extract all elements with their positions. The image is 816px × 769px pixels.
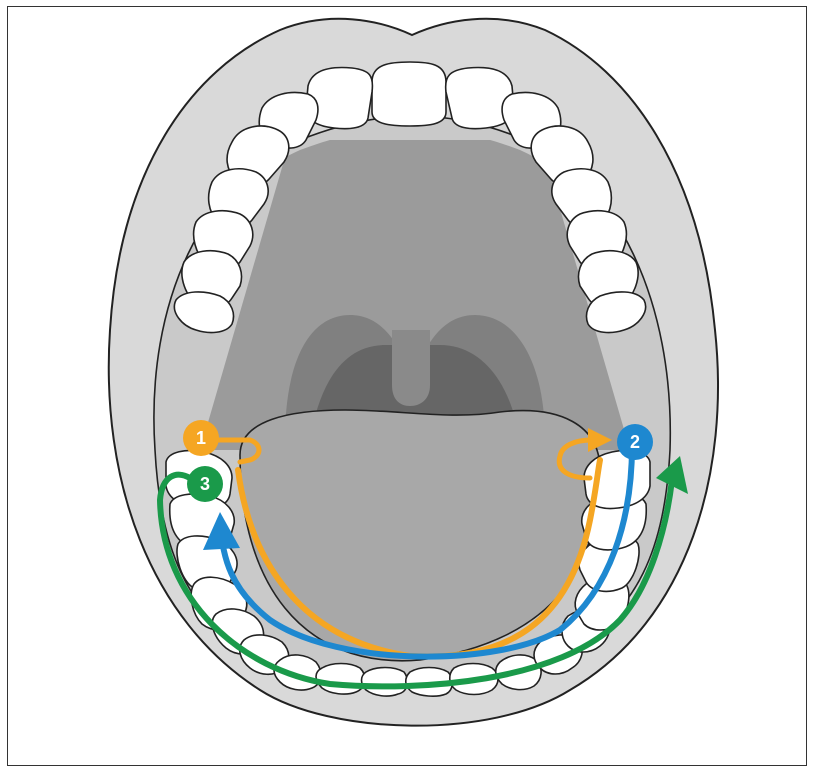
step-2-marker: 2 xyxy=(617,424,653,460)
step-1-number: 1 xyxy=(196,428,206,448)
step-2-number: 2 xyxy=(630,432,640,452)
uvula xyxy=(392,330,430,406)
step-3-marker: 3 xyxy=(187,466,223,502)
step-1-marker: 1 xyxy=(183,420,219,456)
step-3-number: 3 xyxy=(200,474,210,494)
